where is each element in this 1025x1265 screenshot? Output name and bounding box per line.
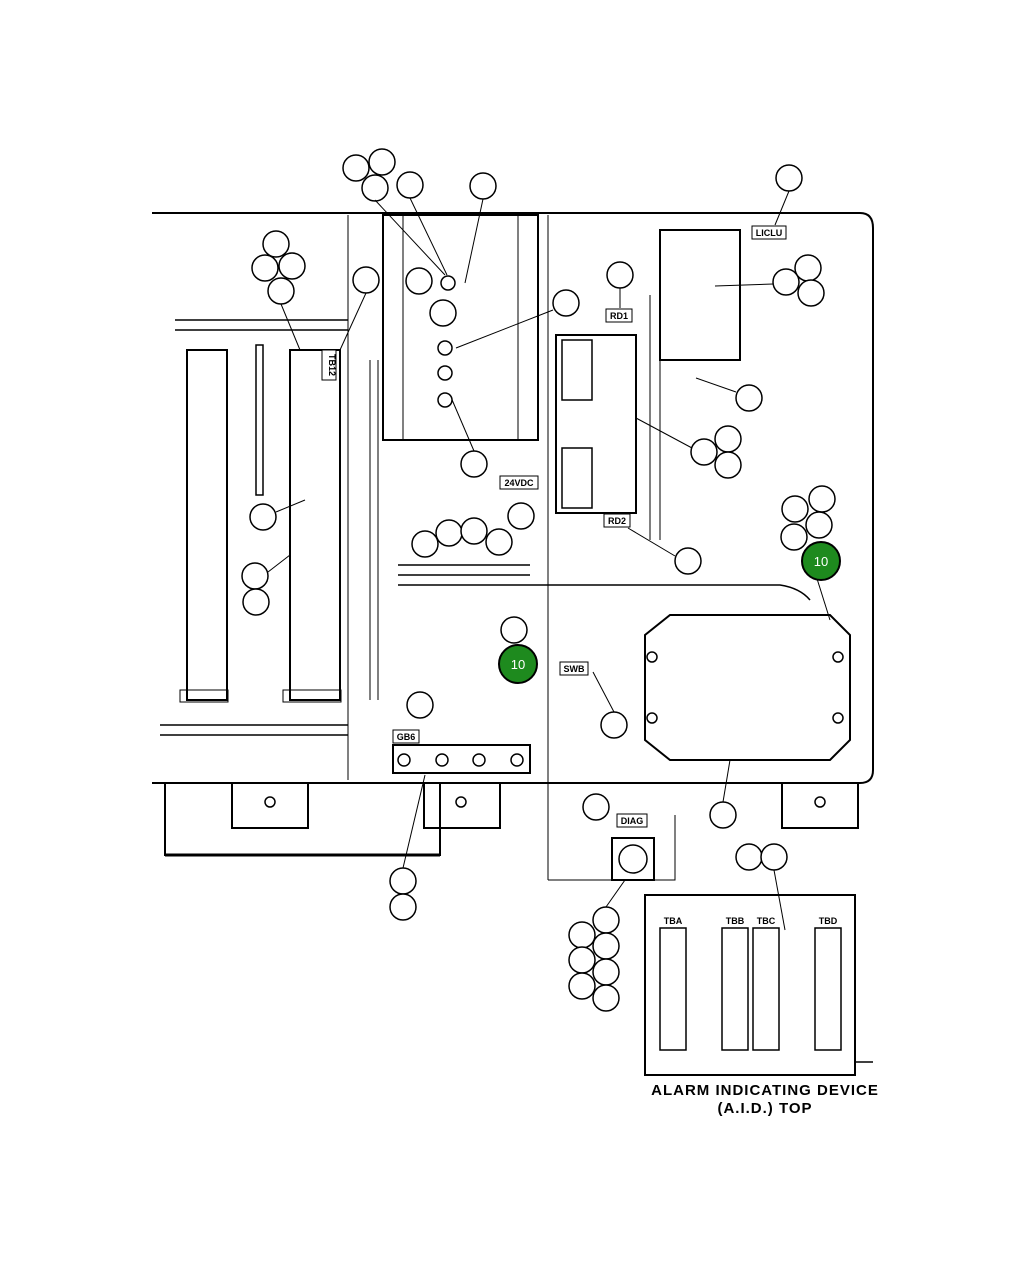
label-tbd: TBD — [819, 916, 838, 926]
label-rd2: RD2 — [608, 516, 626, 526]
label-tbc: TBC — [757, 916, 776, 926]
left-terminal-board — [186, 349, 228, 701]
top-right-module — [659, 229, 741, 361]
label-diag: DIAG — [621, 816, 644, 826]
aid-title-line1: ALARM INDICATING DEVICE — [651, 1082, 879, 1099]
label-24vdc: 24VDC — [504, 478, 534, 488]
label-swb: SWB — [564, 664, 585, 674]
label-gb6: GB6 — [397, 732, 416, 742]
aid-title-line2: (A.I.D.) TOP — [717, 1100, 813, 1117]
main-panel-outline — [152, 212, 874, 784]
highlight-callout-1: 10 — [498, 644, 538, 684]
aid-device-outline — [644, 894, 856, 1076]
highlight-callout-2: 10 — [801, 541, 841, 581]
callout-1-text: 10 — [511, 657, 525, 672]
gb6-ground-bar — [392, 744, 531, 774]
label-rd1: RD1 — [610, 311, 628, 321]
relay-assembly — [555, 334, 637, 514]
lower-rail — [164, 783, 441, 856]
tb12-terminal-board — [289, 349, 341, 701]
label-tb12: TB12 — [327, 354, 337, 376]
callout-2-text: 10 — [814, 554, 828, 569]
large-component — [644, 614, 851, 761]
label-tbb: TBB — [726, 916, 745, 926]
center-mount-plate — [382, 214, 539, 441]
label-top-right: LICLU — [756, 228, 783, 238]
label-tba: TBA — [664, 916, 683, 926]
